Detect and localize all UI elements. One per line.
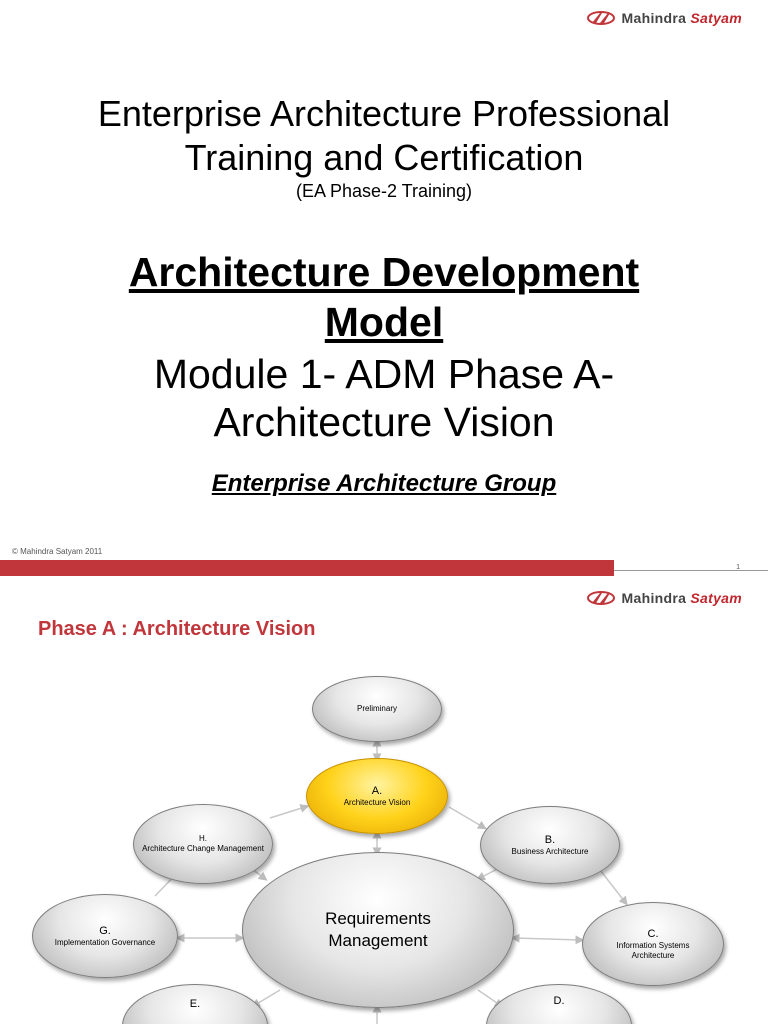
node-d-letter: D. — [553, 994, 565, 1007]
node-g-label: Implementation Governance — [54, 937, 156, 947]
title-line-1: Enterprise Architecture Professional — [97, 93, 671, 134]
link-b-c — [596, 865, 628, 906]
subtitle: (EA Phase-2 Training) — [295, 181, 473, 201]
copyright: © Mahindra Satyam 2011 — [12, 547, 103, 556]
group-name: Enterprise Architecture Group — [211, 470, 557, 497]
link-req-c — [510, 933, 585, 945]
title-slide: Mahindra Satyam Enterprise Architecture … — [0, 10, 768, 576]
title-line-2: Training and Certification — [184, 137, 584, 178]
node-g-letter: G. — [99, 924, 111, 937]
slide-title: Phase A : Architecture Vision — [38, 618, 316, 640]
node-b-letter: B. — [544, 833, 556, 846]
footer-grey-line — [614, 570, 768, 571]
node-requirements-management[interactable]: Requirements Management — [242, 852, 514, 1008]
node-requirements-label: Requirements Management — [325, 909, 431, 950]
heading-line-2: Model — [324, 299, 444, 345]
node-preliminary[interactable]: Preliminary — [312, 676, 442, 742]
module-line-1: Module 1- ADM Phase A- — [153, 351, 615, 397]
module-line-2: Architecture Vision — [213, 399, 555, 445]
node-g-implementation-governance[interactable]: G. Implementation Governance — [32, 894, 178, 978]
node-e-letter: E. — [189, 997, 201, 1010]
page-number: 1 — [736, 564, 740, 571]
node-a-architecture-vision[interactable]: A. Architecture Vision — [306, 758, 448, 834]
phase-a-slide: Mahindra Satyam Phase A : Architecture V… — [0, 580, 768, 1024]
node-c-information-systems-architecture[interactable]: C. Information Systems Architecture — [582, 902, 724, 986]
node-b-label: Business Architecture — [511, 846, 589, 856]
logo-text: Mahindra Satyam — [621, 590, 742, 606]
link-req-d — [477, 989, 504, 1008]
company-logo: Mahindra Satyam — [586, 10, 742, 26]
heading-line-1: Architecture Development — [128, 249, 640, 295]
link-h-a — [269, 804, 310, 819]
logo-text: Mahindra Satyam — [621, 10, 742, 26]
node-preliminary-label: Preliminary — [356, 704, 397, 713]
node-h-letter: H. — [199, 834, 207, 843]
adm-cycle-connectors — [154, 737, 628, 1024]
node-h-architecture-change-management[interactable]: H. Architecture Change Management — [133, 804, 273, 884]
logo-mark-icon — [586, 591, 615, 605]
node-a-letter: A. — [371, 784, 383, 797]
node-c-label: Information Systems Architecture — [616, 940, 690, 960]
footer-red-bar — [0, 560, 614, 576]
node-c-letter: C. — [647, 927, 659, 940]
link-a-b — [448, 806, 487, 830]
company-logo: Mahindra Satyam — [586, 590, 742, 606]
link-req-e — [251, 989, 281, 1008]
node-h-label: Architecture Change Management — [142, 844, 264, 853]
logo-mark-icon — [586, 11, 615, 25]
node-a-label: Architecture Vision — [343, 797, 411, 807]
node-b-business-architecture[interactable]: B. Business Architecture — [480, 806, 620, 884]
